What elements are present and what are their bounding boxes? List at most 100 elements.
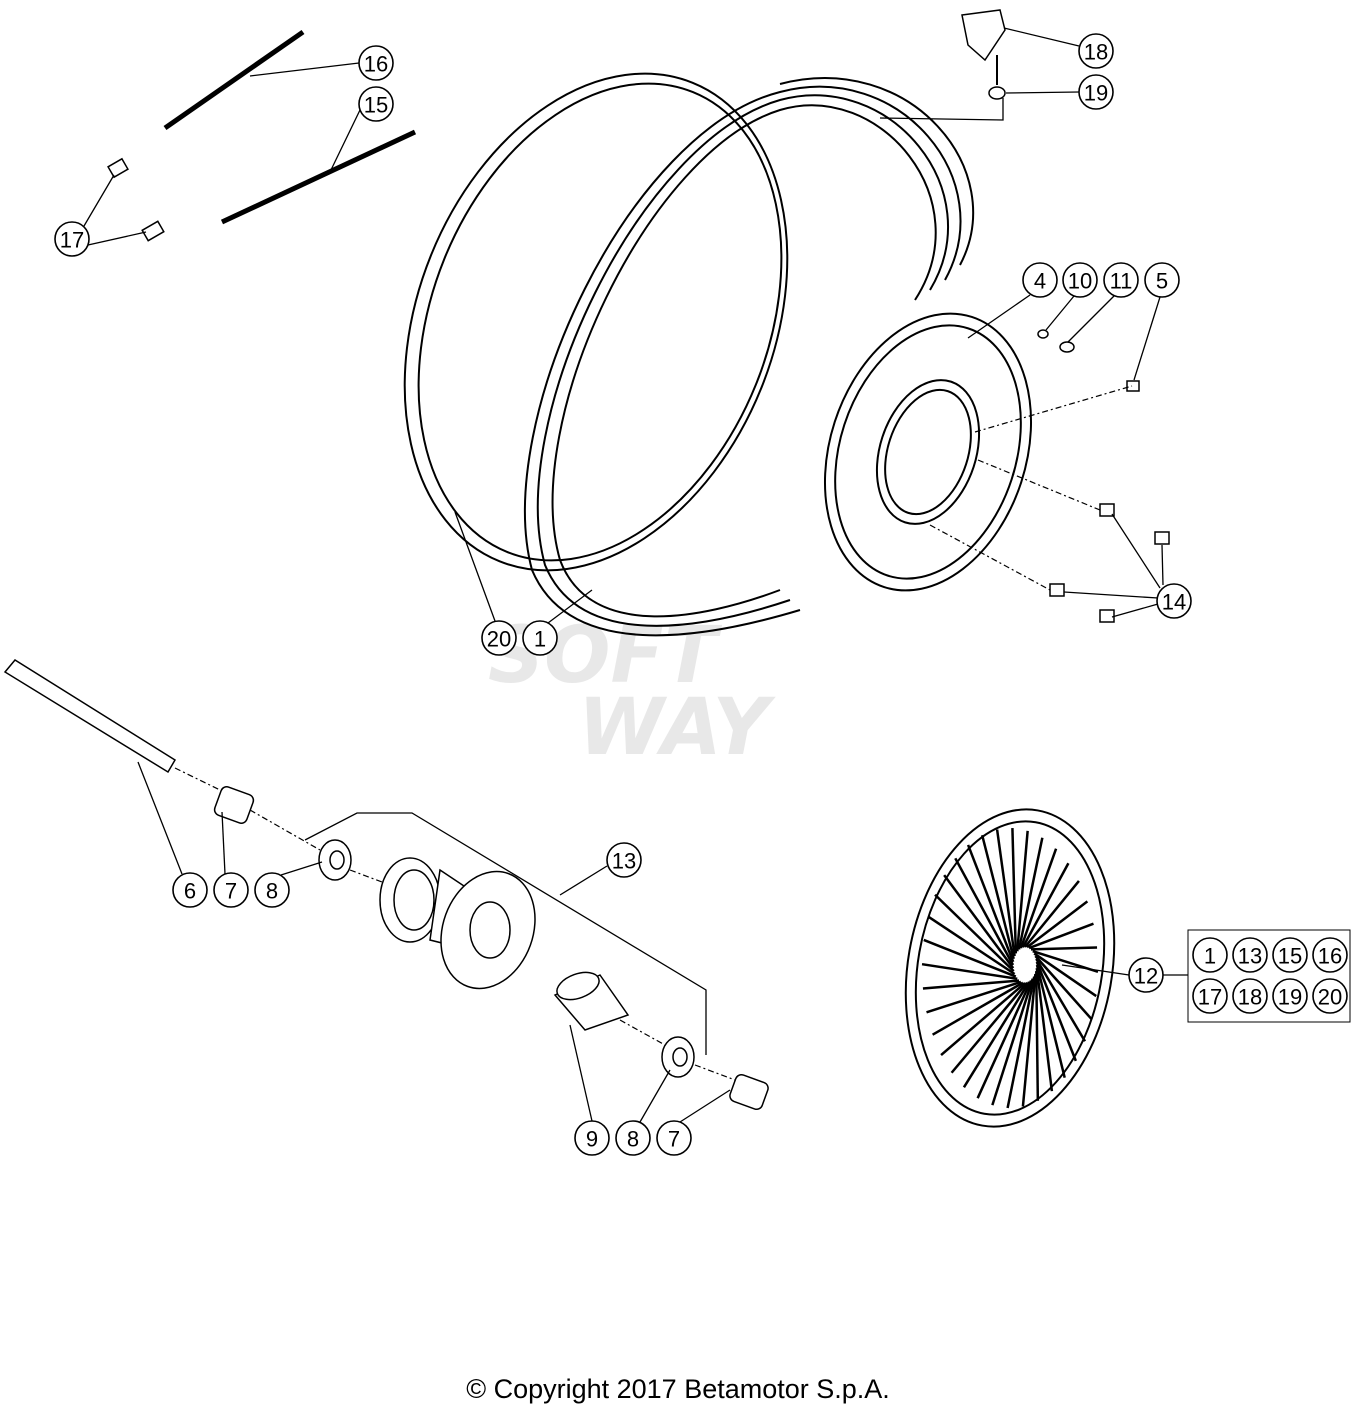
- valve-18: [961, 9, 1006, 85]
- spoke-16: [163, 29, 305, 131]
- svg-text:17: 17: [60, 228, 84, 253]
- wheel-spoke: [962, 981, 1031, 1088]
- wheel-spoke: [1017, 837, 1044, 950]
- svg-text:12: 12: [1134, 964, 1158, 989]
- callout-9: 9: [574, 1120, 610, 1156]
- svg-text:13: 13: [1238, 944, 1262, 969]
- svg-text:13: 13: [612, 849, 636, 874]
- callout-7: 7: [213, 872, 249, 908]
- callout-8: 8: [254, 872, 290, 908]
- callout-10: 10: [1062, 262, 1098, 298]
- kit-box: [1187, 929, 1351, 1023]
- copyright-notice: © Copyright 2017 Betamotor S.p.A.: [466, 1374, 890, 1404]
- nipple-17: [107, 157, 165, 242]
- wheel-spoke: [1026, 900, 1089, 949]
- spacer-7b: [729, 1073, 769, 1111]
- spoke-15: [220, 129, 417, 225]
- callout-17: 17: [54, 221, 90, 257]
- callout-14: 14: [1156, 583, 1192, 619]
- wheel-spoke: [966, 844, 1015, 963]
- svg-text:16: 16: [364, 52, 388, 77]
- wheel-spoke: [1035, 971, 1040, 1101]
- kit-callout: 20: [1312, 978, 1348, 1014]
- wheel-spoke: [1035, 964, 1066, 1078]
- svg-text:18: 18: [1084, 40, 1108, 65]
- wheel-spoke: [991, 978, 1034, 1106]
- spacer-7: [213, 786, 255, 824]
- callouts: 16 15 17 18 19 4 10 11 5 14 20 1 6 7 8 1…: [54, 33, 1348, 1156]
- callout-15: 15: [358, 86, 394, 122]
- wheel-spoke: [1019, 848, 1058, 949]
- wheel-spoke: [1011, 828, 1018, 954]
- wheel-spoke: [1021, 973, 1037, 1107]
- callout-1: 1: [522, 620, 558, 656]
- wheel-spoke: [940, 982, 1026, 1056]
- svg-text:17: 17: [1198, 985, 1222, 1010]
- callout-20: 20: [481, 620, 517, 656]
- svg-text:19: 19: [1084, 81, 1108, 106]
- bolts-14: [1049, 503, 1170, 623]
- wheel-spoke: [1035, 967, 1054, 1092]
- svg-text:15: 15: [1278, 944, 1302, 969]
- callout-16: 16: [358, 45, 394, 81]
- kit-callout: 15: [1272, 937, 1308, 973]
- wheel-spoke: [1035, 958, 1087, 1042]
- callout-18: 18: [1078, 33, 1114, 69]
- kit-callout: 19: [1272, 978, 1308, 1014]
- svg-text:1: 1: [1204, 944, 1216, 969]
- callout-8b: 8: [615, 1120, 651, 1156]
- hub-13: [379, 857, 536, 990]
- wheel-spoke: [926, 980, 1022, 1014]
- callout-11: 11: [1103, 262, 1139, 298]
- rim-tape-20: [403, 72, 789, 572]
- callout-6: 6: [172, 872, 208, 908]
- callout-7b: 7: [656, 1120, 692, 1156]
- wheel-spoke: [1034, 955, 1093, 1021]
- svg-text:8: 8: [627, 1127, 639, 1152]
- rim-1: [524, 77, 974, 637]
- svg-text:9: 9: [586, 1127, 598, 1152]
- wheel-spoke: [1035, 961, 1078, 1062]
- svg-text:10: 10: [1068, 269, 1092, 294]
- wheel-spoke: [923, 938, 1017, 978]
- wheel-spoke: [1028, 922, 1094, 950]
- wheel-spoke: [1021, 862, 1070, 948]
- svg-text:6: 6: [184, 879, 196, 904]
- axle-6: [3, 659, 177, 774]
- svg-text:16: 16: [1318, 944, 1342, 969]
- wheel-spoke: [1030, 946, 1098, 951]
- kit-callout: 17: [1192, 978, 1228, 1014]
- callout-12: 12: [1128, 957, 1164, 993]
- kit-callout: 13: [1232, 937, 1268, 973]
- wheel-spoke: [954, 857, 1015, 966]
- svg-text:20: 20: [1318, 985, 1342, 1010]
- spacer-9: [553, 971, 630, 1031]
- wheel-spoke: [976, 980, 1033, 1099]
- wheel-spoke: [927, 915, 1016, 976]
- wheel-spoke: [922, 979, 1020, 990]
- svg-text:14: 14: [1162, 590, 1186, 615]
- svg-text:7: 7: [225, 879, 237, 904]
- wheel-spoke: [1033, 952, 1097, 998]
- svg-text:1: 1: [534, 627, 546, 652]
- wheel-spoke: [1006, 976, 1036, 1109]
- svg-text:7: 7: [668, 1127, 680, 1152]
- svg-text:11: 11: [1110, 269, 1133, 294]
- svg-text:15: 15: [364, 93, 388, 118]
- kit-callout: 18: [1232, 978, 1268, 1014]
- wheel-spoke: [921, 962, 1018, 981]
- wheel-spoke: [934, 893, 1015, 973]
- callout-19: 19: [1078, 74, 1114, 110]
- wheel-assembly-12: [904, 808, 1116, 1128]
- kit-callout: 1: [1192, 937, 1228, 973]
- wheel-spoke: [980, 834, 1015, 960]
- svg-text:5: 5: [1156, 269, 1168, 294]
- wheel-spoke: [1016, 830, 1029, 952]
- callout-5: 5: [1144, 262, 1180, 298]
- wheel-spoke: [950, 981, 1029, 1074]
- wheel-spoke: [1024, 880, 1080, 948]
- wheel-spoke: [995, 829, 1016, 957]
